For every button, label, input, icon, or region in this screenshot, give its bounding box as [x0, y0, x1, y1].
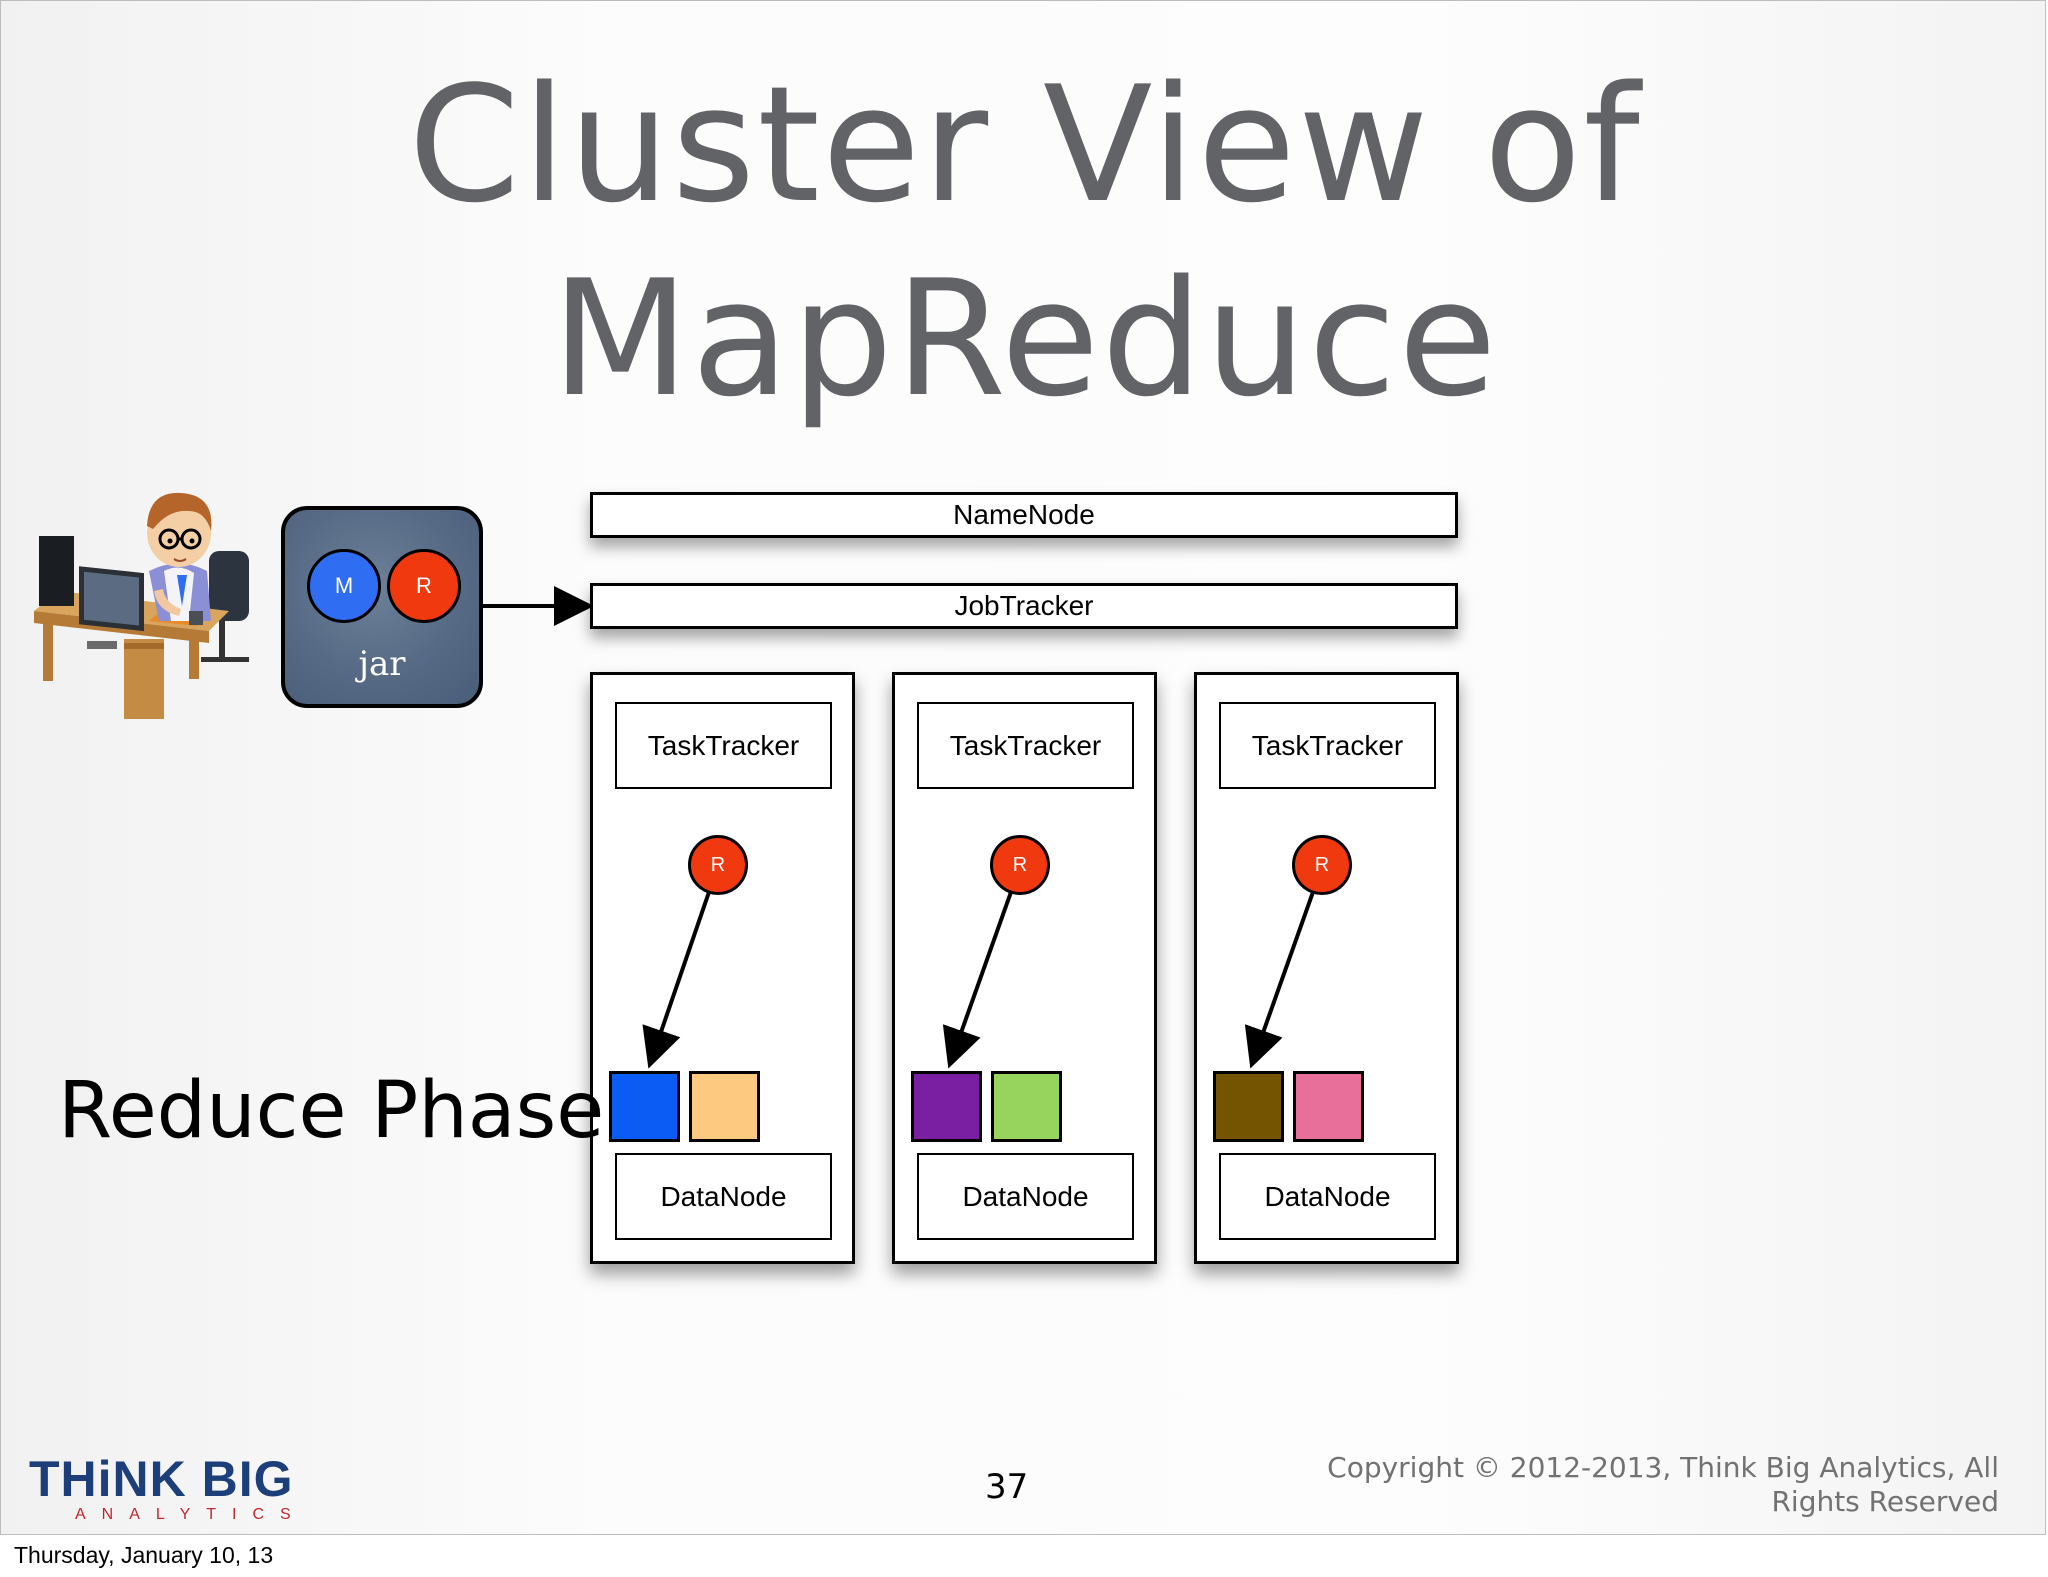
slide-title-line1: Cluster View of — [408, 51, 1642, 238]
slide-title-line2: MapReduce — [551, 245, 1499, 432]
company-logo: THiNK BIG ANALYTICS — [29, 1454, 307, 1524]
data-block-icon — [609, 1071, 680, 1142]
datanode-box: DataNode — [615, 1153, 832, 1240]
worker-node-2: TaskTracker R DataNode — [892, 672, 1157, 1264]
print-date: Thursday, January 10, 13 — [14, 1542, 274, 1568]
logo-sub-text: ANALYTICS — [75, 1506, 307, 1523]
data-block-icon — [911, 1071, 982, 1142]
mapper-circle-icon: M — [307, 549, 381, 623]
page-number: 37 — [985, 1467, 1029, 1507]
reducer-circle-icon: R — [387, 549, 461, 623]
worker-node-3: TaskTracker R DataNode — [1194, 672, 1459, 1264]
tasktracker-box: TaskTracker — [917, 702, 1134, 789]
jobtracker-bar: JobTracker — [590, 583, 1458, 629]
namenode-bar: NameNode — [590, 492, 1458, 538]
slide: Cluster View of MapReduce — [0, 0, 2046, 1535]
reducer-circle-icon: R — [1292, 835, 1352, 895]
reducer-circle-icon: R — [990, 835, 1050, 895]
data-block-icon — [689, 1071, 760, 1142]
data-block-icon — [1293, 1071, 1364, 1142]
jar-package: M R jar — [281, 506, 483, 708]
jar-label: jar — [358, 644, 406, 684]
datanode-box: DataNode — [917, 1153, 1134, 1240]
phase-label: Reduce Phase — [58, 1066, 605, 1156]
worker-node-1: TaskTracker R DataNode — [590, 672, 855, 1264]
tasktracker-box: TaskTracker — [615, 702, 832, 789]
developer-illustration — [34, 492, 249, 719]
reducer-circle-icon: R — [688, 835, 748, 895]
logo-main-text: THiNK BIG — [29, 1451, 294, 1507]
copyright-line1: Copyright © 2012-2013, Think Big Analyti… — [1327, 1451, 1999, 1484]
data-block-icon — [991, 1071, 1062, 1142]
tasktracker-box: TaskTracker — [1219, 702, 1436, 789]
data-block-icon — [1213, 1071, 1284, 1142]
datanode-box: DataNode — [1219, 1153, 1436, 1240]
copyright-notice: Copyright © 2012-2013, Think Big Analyti… — [1327, 1451, 1999, 1519]
copyright-line2: Rights Reserved — [1771, 1485, 1999, 1518]
